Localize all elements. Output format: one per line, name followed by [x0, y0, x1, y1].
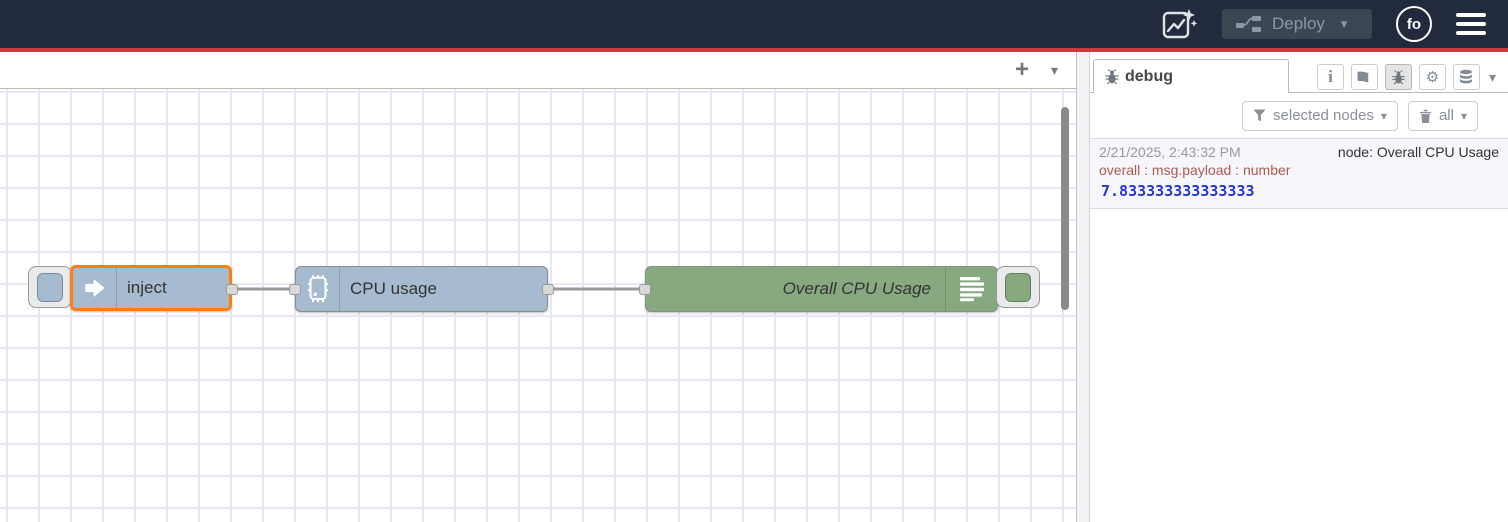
- main-header: Deploy ▾ fo: [0, 0, 1508, 48]
- cpu-chip-icon: [296, 267, 340, 311]
- port-cpu-input[interactable]: [289, 284, 301, 295]
- inject-arrow-icon: [73, 268, 117, 308]
- debug-message-property: overall : msg.payload : number: [1099, 162, 1291, 178]
- debug-message-meta: 2/21/2025, 2:43:32 PM node: Overall CPU …: [1099, 144, 1499, 160]
- tab-debug-icon-button[interactable]: [1384, 64, 1412, 90]
- main-menu-button[interactable]: [1456, 13, 1486, 35]
- debug-clear-button[interactable]: all ▾: [1407, 100, 1478, 131]
- inject-trigger-button[interactable]: [28, 266, 72, 308]
- debug-console-lines-icon: [945, 267, 997, 311]
- clear-label: all: [1438, 107, 1454, 124]
- flow-tabbar: + ▾: [0, 52, 1076, 89]
- tab-debug-label: debug: [1125, 67, 1173, 85]
- port-inject-output[interactable]: [226, 284, 238, 295]
- debug-message: 2/21/2025, 2:43:32 PM node: Overall CPU …: [1090, 138, 1508, 209]
- info-icon: i: [1328, 67, 1333, 86]
- canvas-vertical-scrollbar[interactable]: [1061, 107, 1069, 310]
- debug-message-value: 7.833333333333333: [1101, 182, 1255, 200]
- deploy-label: Deploy: [1272, 14, 1325, 33]
- flow-canvas[interactable]: inject CPU usage Overall CPU Usage: [0, 89, 1076, 522]
- tab-info-button[interactable]: i: [1316, 64, 1344, 90]
- trash-icon: [1419, 109, 1432, 123]
- sidebar-tabs-caret-icon[interactable]: ▾: [1488, 68, 1496, 85]
- node-cpu-usage[interactable]: CPU usage: [295, 266, 548, 312]
- database-icon: [1458, 69, 1474, 85]
- tab-help-button[interactable]: [1350, 64, 1378, 90]
- flow-wires: [232, 287, 645, 291]
- debug-toggle-button[interactable]: [996, 266, 1040, 308]
- user-avatar[interactable]: fo: [1396, 6, 1432, 42]
- filter-caret-icon: ▾: [1380, 108, 1387, 123]
- port-cpu-output[interactable]: [542, 284, 554, 295]
- flow-editor-area: + ▾ inject: [0, 52, 1076, 522]
- deploy-nodes-icon: [1236, 15, 1262, 33]
- node-inject[interactable]: inject: [70, 265, 232, 311]
- tab-debug[interactable]: debug: [1093, 59, 1289, 94]
- sidebar-splitter[interactable]: [1076, 52, 1090, 522]
- add-flow-button[interactable]: +: [1014, 56, 1029, 83]
- clear-caret-icon: ▾: [1460, 108, 1467, 123]
- flow-list-caret-icon[interactable]: ▾: [1050, 61, 1058, 78]
- filter-funnel-icon: [1253, 109, 1266, 122]
- node-overall-cpu-usage[interactable]: Overall CPU Usage: [645, 266, 998, 312]
- deploy-caret-icon[interactable]: ▾: [1340, 16, 1348, 31]
- tab-context-button[interactable]: [1452, 64, 1480, 90]
- gear-icon: ⚙: [1425, 69, 1440, 86]
- header-accent-line: [0, 48, 1508, 52]
- deploy-button[interactable]: Deploy ▾: [1222, 9, 1372, 39]
- flow-export-ai-button[interactable]: [1160, 6, 1198, 42]
- node-label: Overall CPU Usage: [782, 279, 931, 298]
- debug-message-timestamp: 2/21/2025, 2:43:32 PM: [1099, 144, 1241, 160]
- node-label: CPU usage: [350, 279, 437, 298]
- debug-message-node[interactable]: node: Overall CPU Usage: [1337, 144, 1499, 160]
- debug-sidebar: debug i: [1090, 52, 1508, 522]
- filter-label: selected nodes: [1273, 107, 1374, 124]
- port-debug-input[interactable]: [639, 284, 651, 295]
- bug-icon: [1104, 68, 1120, 85]
- book-icon: [1356, 69, 1372, 85]
- bug-icon: [1391, 69, 1406, 85]
- sidebar-tabrow: debug i: [1090, 52, 1508, 94]
- node-label: inject: [127, 278, 167, 297]
- hamburger-icon: [1456, 13, 1486, 17]
- debug-filter-button[interactable]: selected nodes ▾: [1242, 100, 1398, 131]
- debug-message-list: 2/21/2025, 2:43:32 PM node: Overall CPU …: [1090, 138, 1508, 522]
- sidebar-icon-tabs: i: [1316, 64, 1496, 90]
- tab-config-button[interactable]: ⚙: [1418, 64, 1446, 90]
- debug-toolbar: selected nodes ▾ all ▾: [1090, 93, 1508, 138]
- avatar-initials: fo: [1406, 15, 1422, 33]
- flow-sparkle-icon: [1161, 7, 1197, 41]
